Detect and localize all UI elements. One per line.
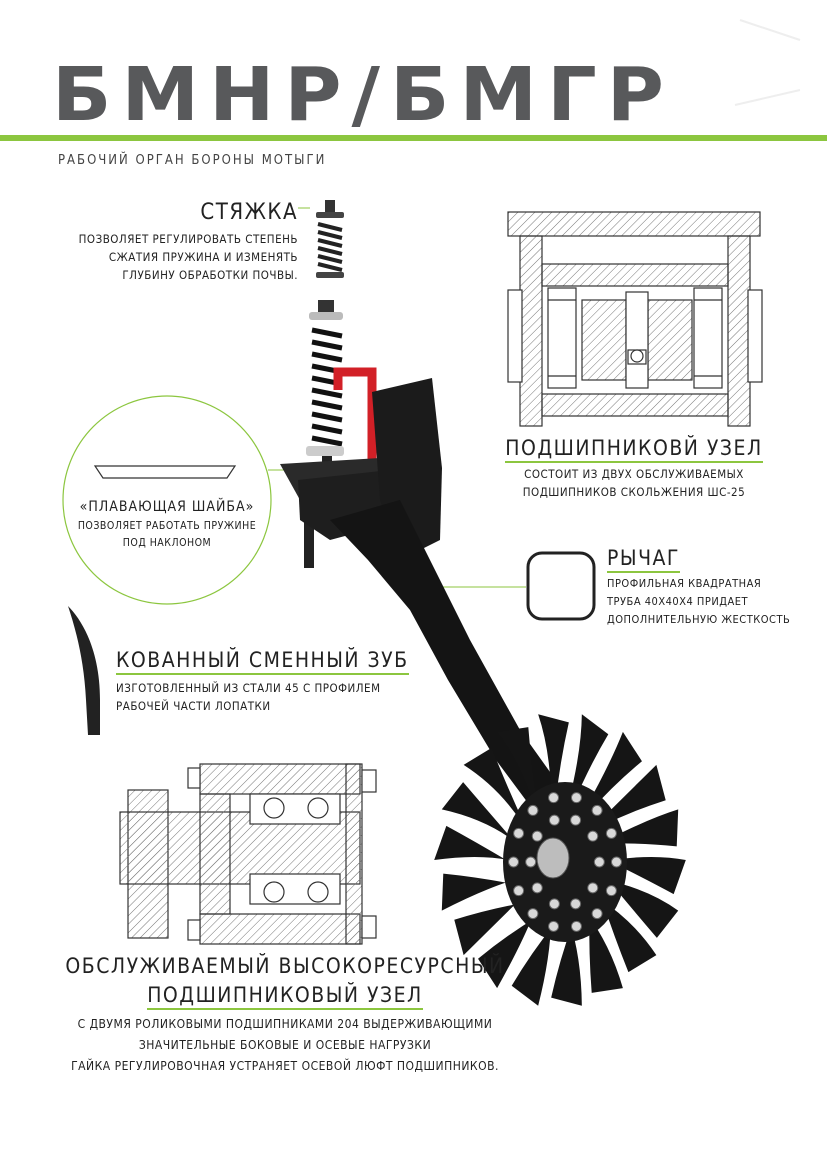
callout-styazhka-line-3: ГЛУБИНУ ОБРАБОТКИ ПОЧВЫ.: [122, 268, 298, 282]
wheel-tine: [599, 764, 666, 826]
wheel-bolt: [605, 827, 617, 839]
callout-lever-line-3: ДОПОЛНИТЕЛЬНУЮ ЖЕСТКОСТЬ: [607, 613, 791, 626]
wheel-bolt: [593, 856, 605, 868]
wheel-bolt: [548, 792, 560, 804]
wheel-bolt: [527, 908, 539, 920]
callout-bearing-top-line-2: ПОДШИПНИКОВ СКОЛЬЖЕНИЯ ШС-25: [522, 485, 746, 499]
callout-styazhka-line-2: СЖАТИЯ ПРУЖИНА И ИЗМЕНЯТЬ: [108, 250, 298, 264]
wheel-tine: [463, 747, 525, 826]
wheel-tine: [454, 898, 525, 956]
wheel-tine: [585, 911, 623, 993]
callout-bearing-bottom-line-1: С ДВУМЯ РОЛИКОВЫМИ ПОДШИПНИКАМИ 204 ВЫДЕ…: [77, 1017, 493, 1031]
callout-tooth-line-1: ИЗГОТОВЛЕННЫЙ ИЗ СТАЛИ 45 С ПРОФИЛЕМ: [116, 681, 381, 695]
wheel-bolt: [591, 804, 603, 816]
callout-bearing-bottom-title-1: ОБСЛУЖИВАЕМЫЙ ВЫСОКОРЕСУРСНЫЙ: [65, 954, 505, 978]
callout-washer-title: «ПЛАВАЮЩАЯ ШАЙБА»: [79, 499, 255, 515]
callout-bearing-top-line-1: СОСТОИТ ИЗ ДВУХ ОБСЛУЖИВАЕМЫХ: [524, 467, 744, 481]
wheel-tine: [478, 911, 539, 989]
spring-icon: [316, 200, 344, 278]
callout-tooth: КОВАННЫЙ СМЕННЫЙ ЗУБ ИЗГОТОВЛЕННЫЙ ИЗ СТ…: [116, 650, 416, 715]
washer-callout-circle: [62, 395, 310, 605]
callout-styazhka-line-1: ПОЗВОЛЯЕТ РЕГУЛИРОВАТЬ СТЕПЕНЬ: [78, 232, 298, 246]
wheel-bolts: [508, 792, 622, 932]
callout-lines: [298, 207, 310, 209]
bearing-drawing-bottom: [119, 763, 377, 945]
wheel-bolt: [605, 885, 617, 897]
wheel-bolt: [548, 920, 560, 932]
page-title: БМНР/БМГР: [52, 52, 674, 138]
wheel-tine: [611, 857, 686, 895]
title-accent-bar: [0, 135, 827, 141]
callout-lever: РЫЧАГ ПРОФИЛЬНАЯ КВАДРАТНАЯ ТРУБА 40Х40Х…: [607, 548, 822, 629]
wheel-bolt: [587, 830, 599, 842]
callout-bearing-bottom: ОБСЛУЖИВАЕМЫЙ ВЫСОКОРЕСУРСНЫЙ ПОДШИПНИКО…: [40, 956, 530, 1077]
callout-bearing-top: ПОДШИПНИКОВЙ УЗЕЛ СОСТОИТ ИЗ ДВУХ ОБСЛУЖ…: [500, 438, 768, 501]
wheel-tines: [434, 714, 686, 1006]
wheel-tine: [599, 898, 657, 973]
wheel-bolt: [587, 882, 599, 894]
wheel-tine: [538, 714, 569, 805]
callout-tooth-title: КОВАННЫЙ СМЕННЫЙ ЗУБ: [116, 650, 409, 675]
harrow-working-body: [280, 300, 686, 1006]
wheel-tine: [607, 880, 679, 938]
callout-bearing-top-title: ПОДШИПНИКОВЙ УЗЕЛ: [505, 438, 763, 463]
bearing-drawing-top: [507, 211, 763, 427]
callout-styazhka-title: СТЯЖКА: [200, 200, 298, 225]
page-subtitle: РАБОЧИЙ ОРГАН БОРОНЫ МОТЫГИ: [58, 153, 327, 168]
wheel-bolt: [513, 885, 525, 897]
wheel-tine: [568, 714, 609, 805]
wheel-bolt: [570, 814, 582, 826]
callout-lever-line-1: ПРОФИЛЬНАЯ КВАДРАТНАЯ: [607, 577, 762, 590]
wheel-tine: [607, 809, 679, 847]
square-tube-icon: [430, 551, 596, 621]
wheel-tine: [434, 825, 513, 864]
wheel-bolt: [508, 856, 520, 868]
callout-washer: «ПЛАВАЮЩАЯ ШАЙБА» ПОЗВОЛЯЕТ РАБОТАТЬ ПРУ…: [70, 500, 264, 552]
wheel-tine: [441, 782, 517, 844]
wheel-bolt: [525, 856, 537, 868]
callout-washer-line-2: ПОД НАКЛОНОМ: [122, 537, 212, 549]
wheel-bolt: [527, 804, 539, 816]
callout-styazhka: СТЯЖКА ПОЗВОЛЯЕТ РЕГУЛИРОВАТЬ СТЕПЕНЬ СЖ…: [40, 202, 298, 284]
wheel-bolt: [513, 827, 525, 839]
wheel-tine: [511, 919, 556, 1006]
wheel-bolt: [531, 882, 543, 894]
callout-lever-title: РЫЧАГ: [607, 548, 680, 573]
wheel-bolt: [531, 830, 543, 842]
callout-washer-line-1: ПОЗВОЛЯЕТ РАБОТАТЬ ПРУЖИНЕ: [77, 520, 257, 532]
wheel-bolt: [548, 898, 560, 910]
faint-decoration: [734, 19, 801, 106]
wheel-bolt: [610, 856, 622, 868]
wheel-bolt: [570, 920, 582, 932]
callout-lever-line-2: ТРУБА 40Х40Х4 ПРИДАЕТ: [607, 595, 749, 608]
wheel-tine: [441, 873, 517, 911]
tooth-icon: [68, 606, 100, 735]
wheel-bolt: [570, 898, 582, 910]
wheel-tine: [497, 727, 539, 813]
wheel-tine: [585, 731, 642, 813]
wheel-bolt: [591, 908, 603, 920]
wheel-bolt: [570, 792, 582, 804]
callout-bearing-bottom-line-3: ГАЙКА РЕГУЛИРОВОЧНАЯ УСТРАНЯЕТ ОСЕВОЙ ЛЮ…: [71, 1059, 499, 1073]
callout-tooth-line-2: РАБОЧЕЙ ЧАСТИ ЛОПАТКИ: [116, 699, 271, 713]
callout-bearing-bottom-title-2: ПОДШИПНИКОВЫЙ УЗЕЛ: [147, 985, 423, 1010]
callout-bearing-bottom-line-2: ЗНАЧИТЕЛЬНЫЕ БОКОВЫЕ И ОСЕВЫЕ НАГРУЗКИ: [138, 1038, 432, 1052]
wheel-bolt: [548, 814, 560, 826]
